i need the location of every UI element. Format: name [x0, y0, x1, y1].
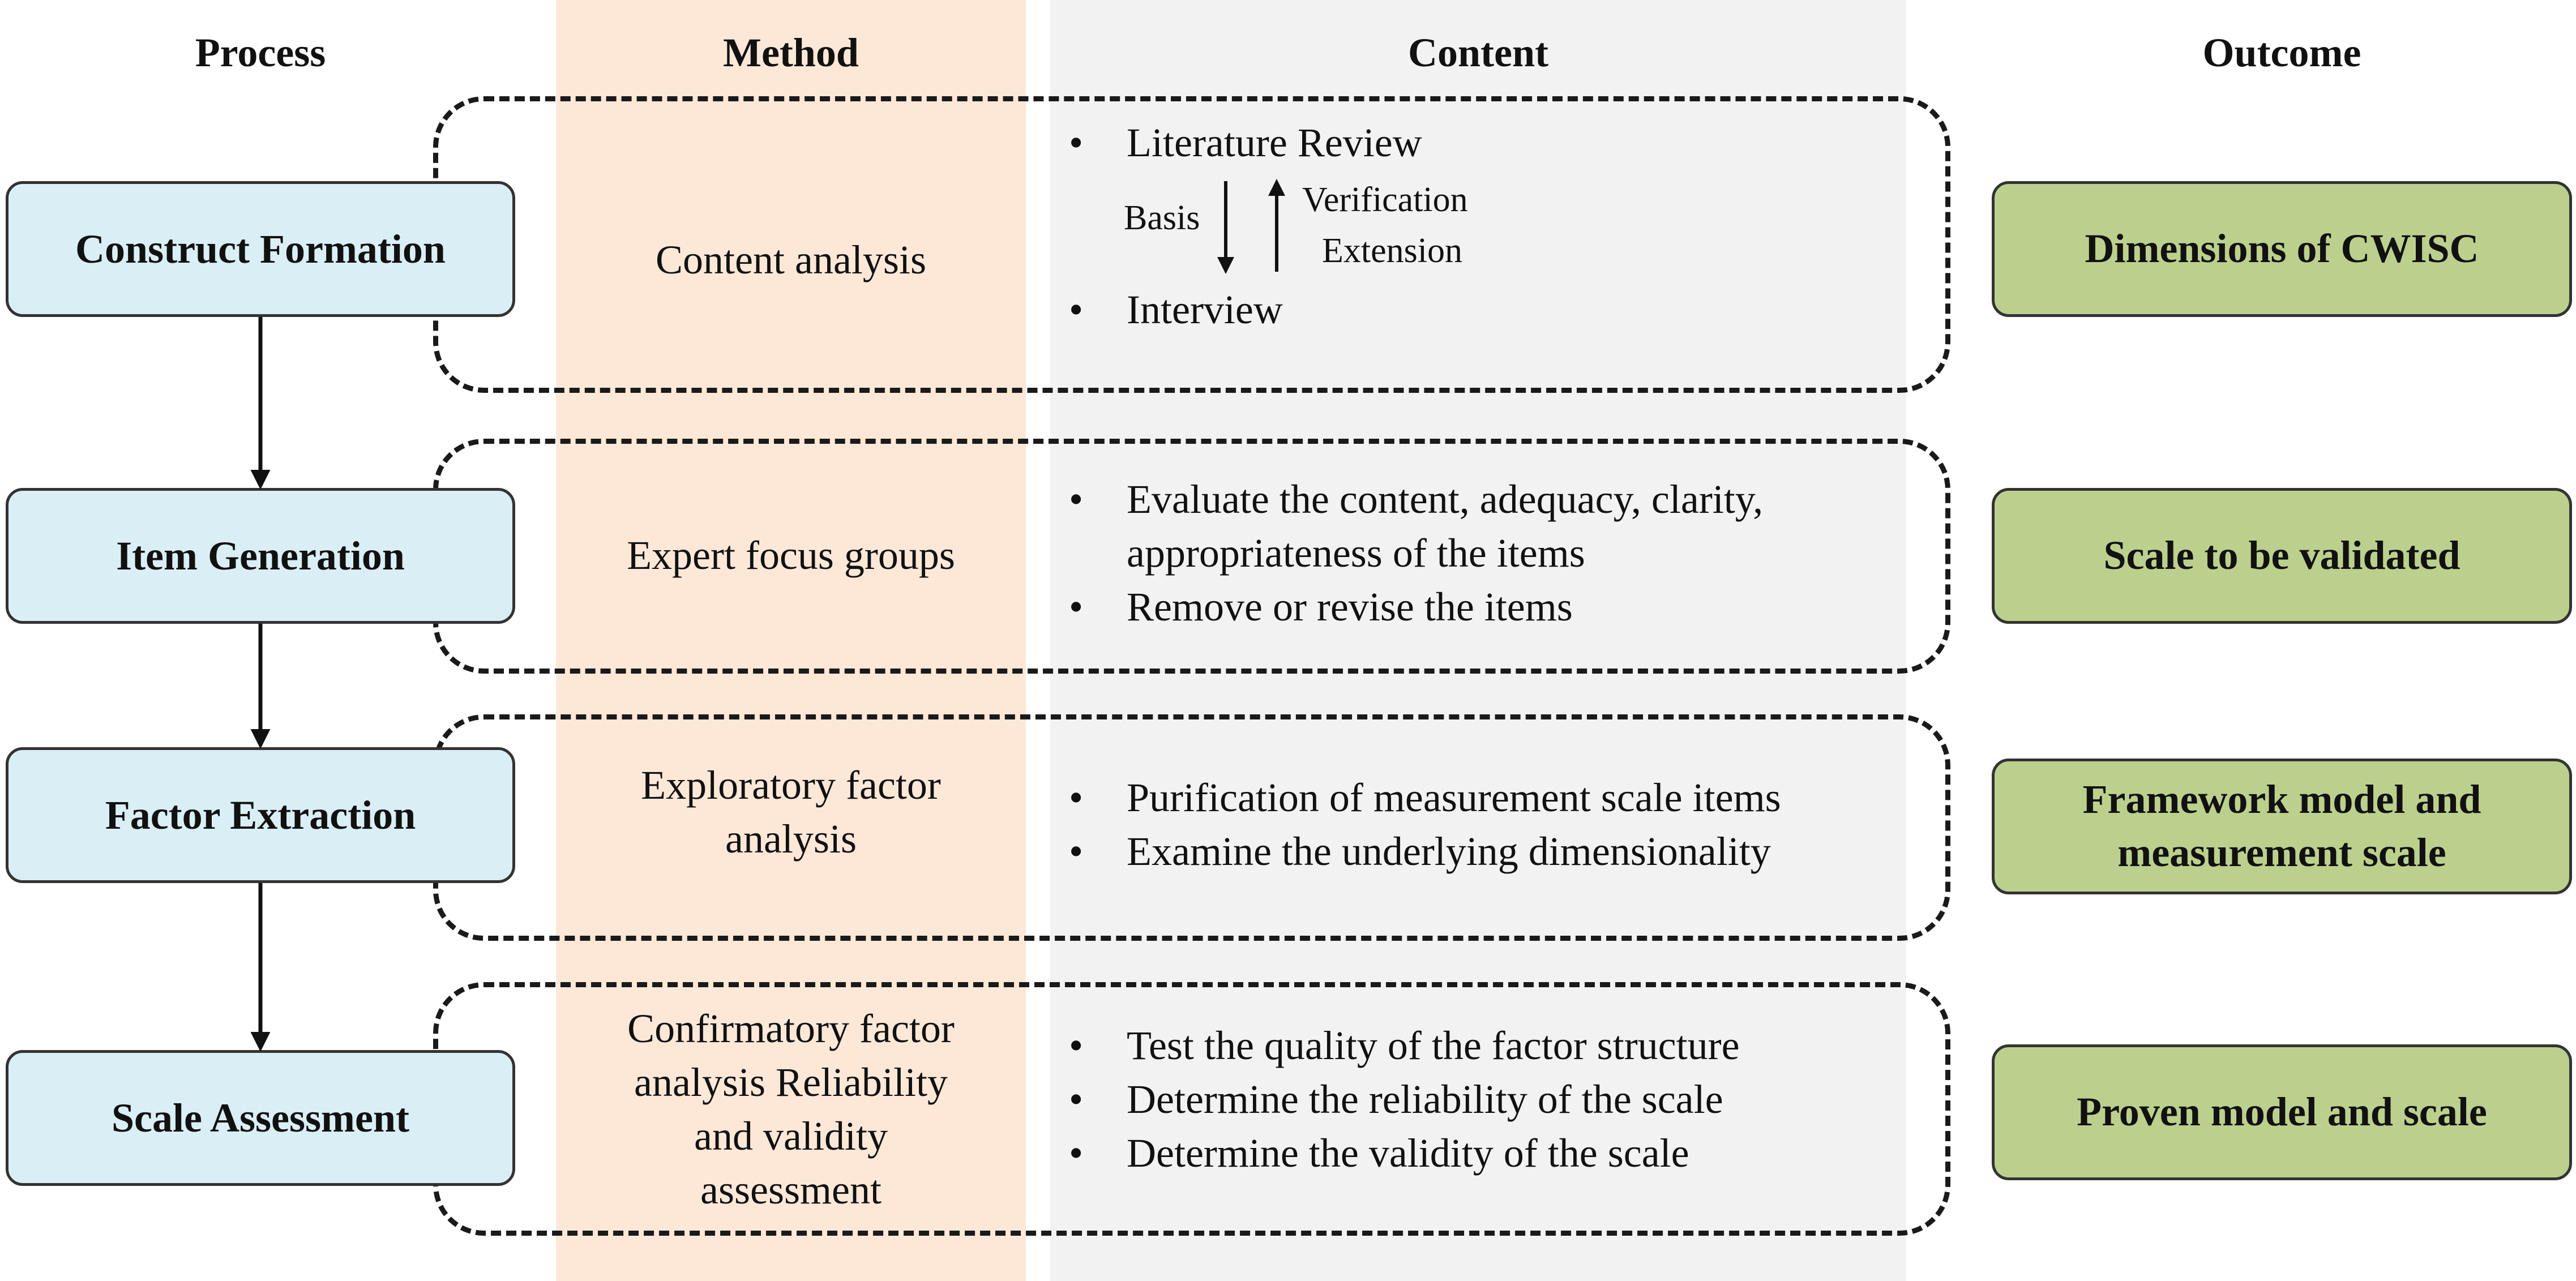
content-interview: Interview	[1064, 283, 1902, 337]
content-item: Test the quality of the factor structure	[1064, 1019, 1902, 1073]
process-box-scale-assessment: Scale Assessment	[6, 1050, 515, 1186]
outcome-text: Framework model and measurement scale	[2082, 777, 2481, 875]
outcome-box-scale-to-be-validated: Scale to be validated	[1992, 488, 2572, 624]
content-factor-extraction: Purification of measurement scale items …	[1064, 771, 1902, 879]
extension-label: Extension	[1322, 232, 1462, 270]
method-confirmatory-factor-analysis: Confirmatory factor analysis Reliability…	[556, 985, 1026, 1234]
content-literature-review: Literature Review	[1064, 116, 1902, 170]
outcome-header: Outcome	[2202, 30, 2361, 75]
content-item: Evaluate the content, adequacy, clarity,…	[1064, 473, 1902, 580]
method-exploratory-factor-analysis: Exploratory factor analysis	[556, 730, 1026, 894]
basis-label: Basis	[1124, 199, 1200, 237]
content-header: Content	[1408, 30, 1548, 75]
content-item-generation: Evaluate the content, adequacy, clarity,…	[1064, 473, 1902, 634]
outcome-box-proven-model: Proven model and scale	[1992, 1044, 2572, 1180]
method-content-analysis: Content analysis	[656, 237, 926, 283]
process-header: Process	[195, 30, 326, 75]
method-expert-focus-groups: Expert focus groups	[627, 533, 955, 579]
process-box-item-generation: Item Generation	[6, 488, 515, 624]
process-box-construct-formation: Construct Formation	[6, 181, 515, 317]
method-column-background	[556, 0, 1026, 1281]
outcome-box-framework-model: Framework model and measurement scale	[1992, 759, 2572, 894]
content-item: Examine the underlying dimensionality	[1064, 825, 1902, 879]
method-text: Exploratory factor analysis	[641, 762, 941, 862]
content-item: Remove or revise the items	[1064, 580, 1902, 634]
content-item: Determine the reliability of the scale	[1064, 1073, 1902, 1126]
content-scale-assessment: Test the quality of the factor structure…	[1064, 1019, 1902, 1180]
verification-label: Verification	[1302, 181, 1468, 219]
content-item: Purification of measurement scale items	[1064, 771, 1902, 825]
method-text: Confirmatory factor analysis Reliability…	[627, 1005, 955, 1213]
content-item: Literature Review	[1064, 116, 1902, 170]
process-box-factor-extraction: Factor Extraction	[6, 747, 515, 883]
content-item: Interview	[1064, 283, 1902, 337]
content-item: Determine the validity of the scale	[1064, 1126, 1902, 1180]
method-header: Method	[723, 30, 859, 75]
outcome-box-dimensions: Dimensions of CWISC	[1992, 181, 2572, 317]
